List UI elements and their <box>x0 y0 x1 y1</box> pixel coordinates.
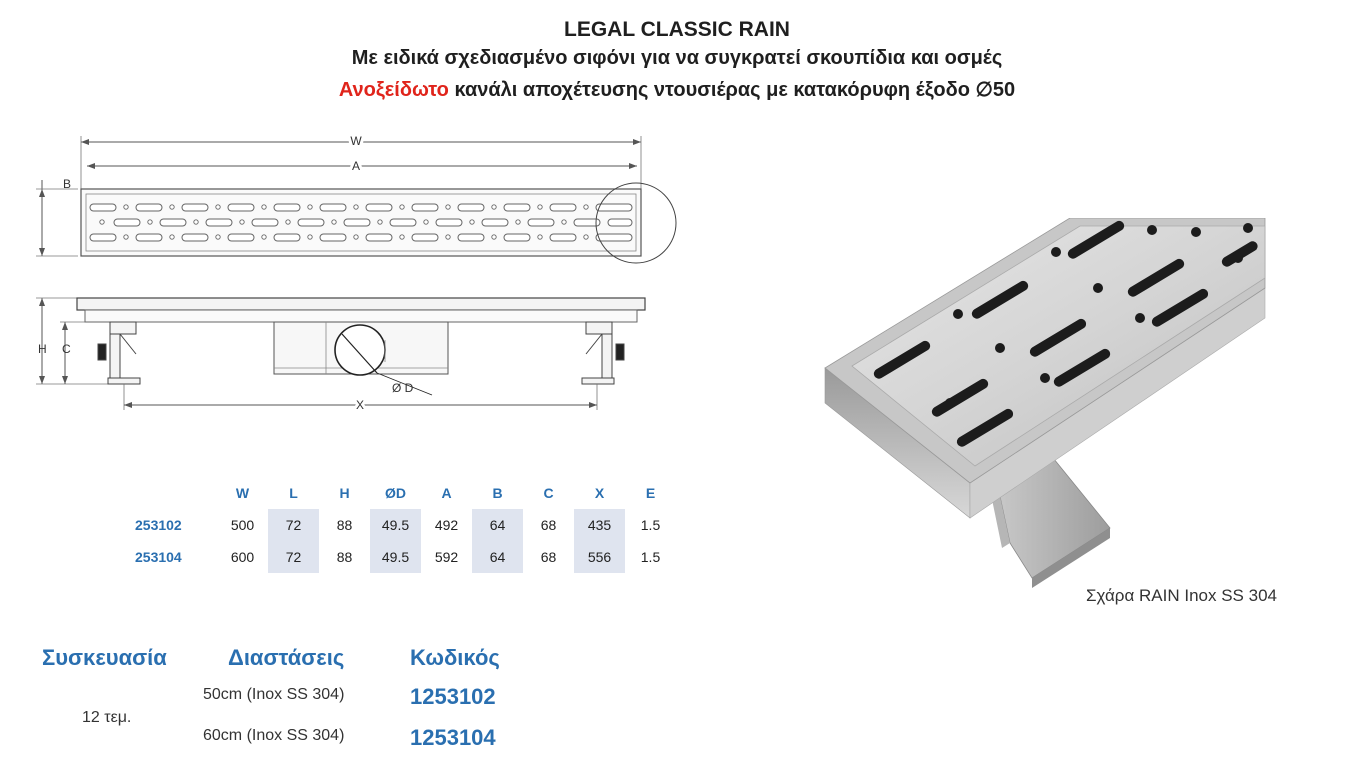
item-code: 1253102 <box>410 684 496 709</box>
row-code: 253104 <box>135 549 182 565</box>
column-header: ØD <box>385 485 406 501</box>
description-text: κανάλι αποχέτευσης ντουσιέρας με κατακόρ… <box>448 79 1016 101</box>
photo-slots <box>873 220 1258 447</box>
left-bracket <box>97 321 141 385</box>
table-row: 253102 500 72 88 49.5 492 64 68 435 1.5 <box>117 509 676 541</box>
detail-circle <box>595 182 677 264</box>
right-bracket <box>581 321 625 385</box>
dim-b-label: B <box>63 177 71 191</box>
dim-w-label: W <box>350 134 362 148</box>
code-header: Κωδικός <box>410 645 500 670</box>
grate-slots <box>89 203 633 242</box>
table-cell: 556 <box>574 541 625 573</box>
table-cell: 64 <box>472 541 523 573</box>
table-header-row: W L H ØD A B C X E <box>117 477 676 509</box>
product-subtitle: Με ειδικά σχεδιασμένο σιφόνι για να συγκ… <box>351 47 1003 69</box>
product-title: LEGAL CLASSIC RAIN <box>564 18 790 41</box>
table-cell: 49.5 <box>370 509 421 541</box>
column-header: B <box>492 485 503 501</box>
column-header: A <box>441 485 452 501</box>
dimensions-table: W L H ØD A B C X E 253102 500 72 88 49.5… <box>117 477 676 573</box>
table-cell: 592 <box>434 549 459 565</box>
table-cell: 435 <box>574 509 625 541</box>
dim-x-label: X <box>356 398 364 412</box>
top-view-drawing: W A B <box>36 131 677 264</box>
packaging-header: Συσκευασία <box>42 645 167 670</box>
item-dimension: 60cm (Inox SS 304) <box>203 727 345 744</box>
description-highlight: Ανοξείδωτο <box>338 79 449 101</box>
dimensions-header: Διαστάσεις <box>228 645 345 670</box>
product-photo <box>824 218 1266 588</box>
table-cell: 88 <box>336 517 353 533</box>
outlet-pipe <box>334 324 386 376</box>
row-code: 253102 <box>135 517 182 533</box>
dim-a-label: A <box>352 159 360 173</box>
table-cell: 492 <box>434 517 459 533</box>
dim-h-label: H <box>38 342 47 356</box>
table-row: 253104 600 72 88 49.5 592 64 68 556 1.5 <box>117 541 676 573</box>
table-cell: 500 <box>230 517 255 533</box>
dim-d-label: Ø D <box>392 381 414 395</box>
photo-caption: Σχάρα RAIN Inox SS 304 <box>1086 586 1277 605</box>
column-header: C <box>543 485 554 501</box>
table-cell: 600 <box>230 549 255 565</box>
table-cell: 68 <box>540 517 557 533</box>
side-view-drawing: H C Ø D X <box>36 297 646 415</box>
table-cell: 72 <box>268 509 319 541</box>
table-cell: 88 <box>336 549 353 565</box>
photo-holes <box>945 223 1253 408</box>
table-cell: 64 <box>472 509 523 541</box>
table-cell: 68 <box>540 549 557 565</box>
product-description: Ανοξείδωτο κανάλι αποχέτευσης ντουσιέρας… <box>0 77 1354 102</box>
column-header: X <box>594 485 605 501</box>
packaging-quantity: 12 τεμ. <box>82 709 132 726</box>
dim-c-label: C <box>62 342 71 356</box>
table-cell: 49.5 <box>370 541 421 573</box>
table-cell: 1.5 <box>640 517 661 533</box>
table-cell: 1.5 <box>640 549 661 565</box>
grate-side <box>76 297 646 311</box>
item-dimension: 50cm (Inox SS 304) <box>203 686 345 703</box>
column-header: H <box>339 485 350 501</box>
column-header: W <box>235 485 250 501</box>
column-header: L <box>289 485 298 501</box>
column-header: E <box>645 485 656 501</box>
item-code: 1253104 <box>410 725 496 750</box>
table-cell: 72 <box>268 541 319 573</box>
grate-holes <box>99 204 589 240</box>
